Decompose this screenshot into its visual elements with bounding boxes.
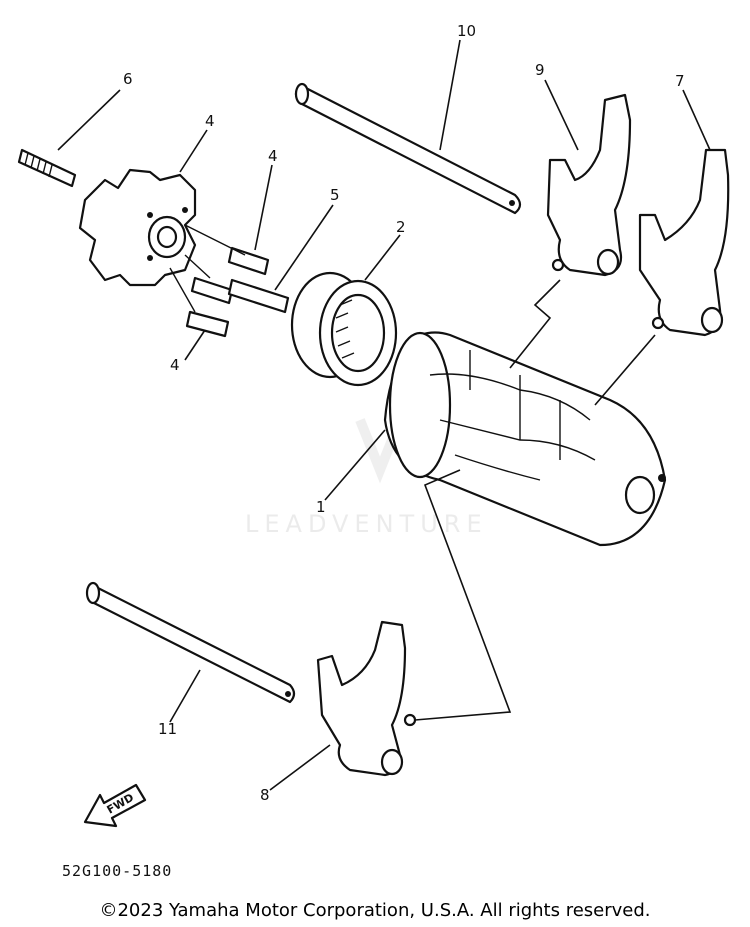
callout-3: 4 <box>205 112 215 130</box>
segment-plate[interactable] <box>78 168 197 287</box>
diagram-code: 52G100-5180 <box>62 862 173 880</box>
callout-8: 8 <box>260 786 270 804</box>
callout-labels: 6 4 4 5 2 4 10 9 7 1 11 8 <box>123 22 685 804</box>
callout-2: 2 <box>396 218 406 236</box>
callout-11: 11 <box>158 720 177 738</box>
bolt[interactable] <box>17 148 77 188</box>
callout-10: 10 <box>457 22 476 40</box>
engagement-line-fork9 <box>509 279 561 369</box>
watermark-text: LEADVENTURE <box>245 510 488 538</box>
pin-alignment-lines <box>169 224 246 313</box>
shift-drum[interactable] <box>383 331 667 547</box>
callout-6: 6 <box>123 70 133 88</box>
long-pin[interactable] <box>227 278 290 314</box>
dowel-pin-middle[interactable] <box>190 276 234 305</box>
fwd-arrow: FWD <box>83 783 147 828</box>
callout-4-upper: 4 <box>268 147 278 165</box>
shift-fork-upper[interactable] <box>546 93 632 277</box>
callout-9: 9 <box>535 61 545 79</box>
bearing[interactable] <box>290 271 398 387</box>
callout-7: 7 <box>675 72 685 90</box>
shift-rod-lower[interactable] <box>85 581 296 704</box>
callout-5: 5 <box>330 186 340 204</box>
callout-1: 1 <box>316 498 326 516</box>
copyright-notice: ©2023 Yamaha Motor Corporation, U.S.A. A… <box>99 900 651 921</box>
callout-4-lower: 4 <box>170 356 180 374</box>
engagement-line-fork8 <box>414 469 512 721</box>
leader-lines <box>57 39 711 791</box>
dowel-pin-upper[interactable] <box>227 246 270 276</box>
shift-fork-lower[interactable] <box>316 620 417 777</box>
engagement-line-fork7 <box>594 334 656 406</box>
dowel-pin-lower[interactable] <box>185 310 230 338</box>
shift-fork-right[interactable] <box>638 148 730 337</box>
shift-rod-upper[interactable] <box>294 82 522 215</box>
